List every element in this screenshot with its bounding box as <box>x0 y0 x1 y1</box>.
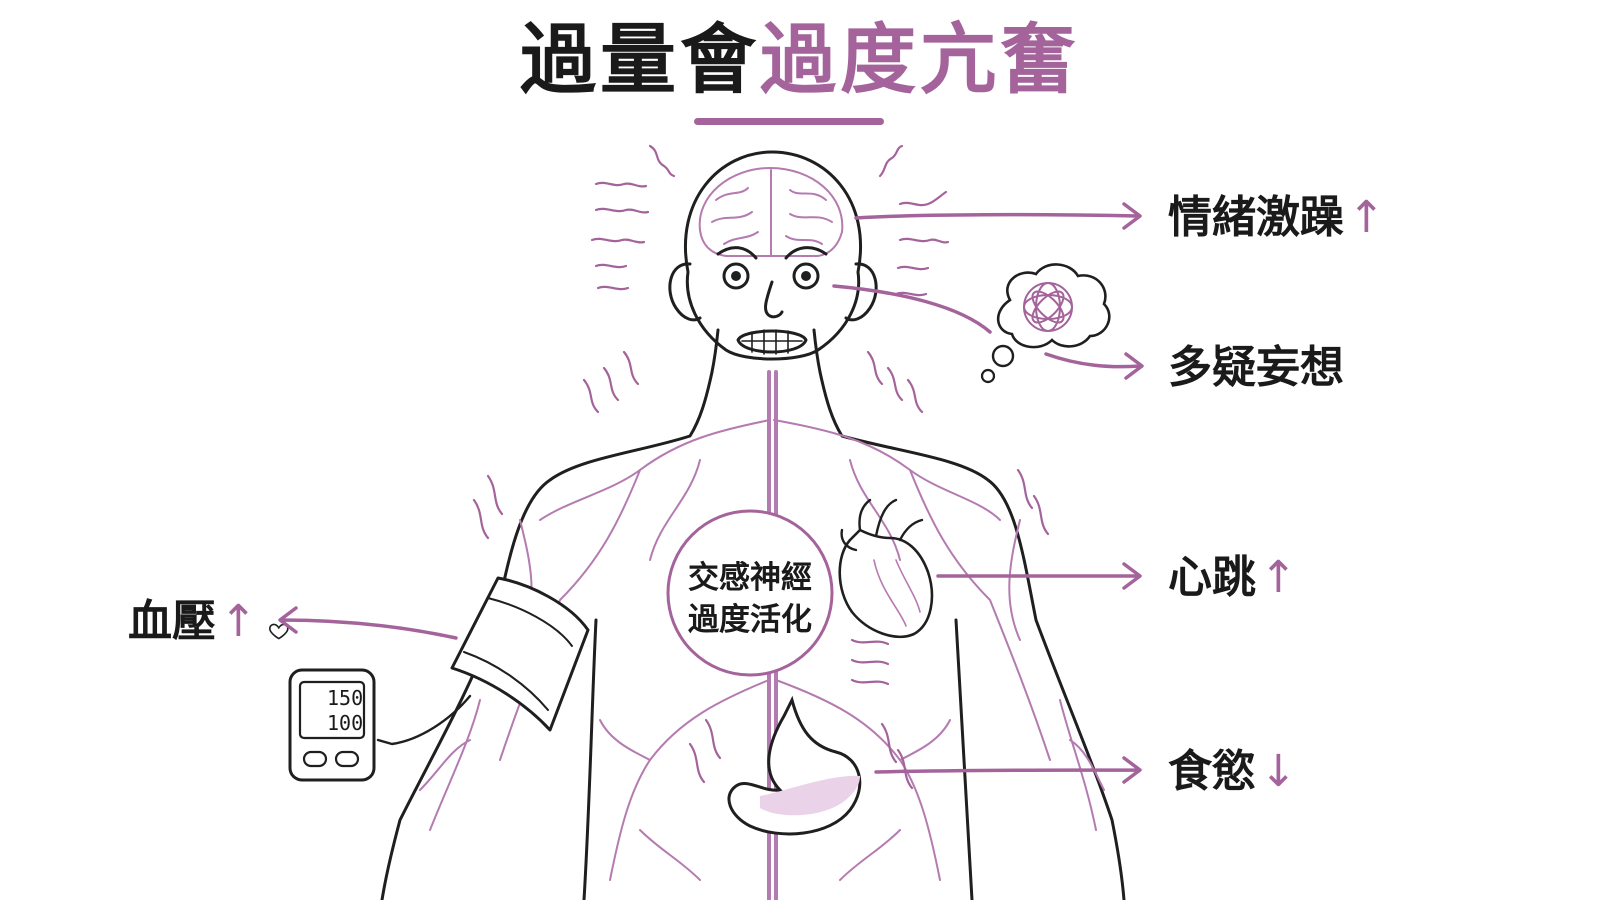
arrow-paranoia <box>1046 354 1142 378</box>
nose <box>766 282 782 317</box>
stomach-icon <box>729 700 860 834</box>
hub-line-1: 交感神經 <box>666 558 834 600</box>
up-arrow-icon: ↑ <box>1260 552 1297 603</box>
label-heartbeat: 心跳↑ <box>1168 556 1297 600</box>
label-blood-pressure-text: 血壓 <box>128 596 216 647</box>
right-pupil <box>801 271 811 281</box>
arrow-heartbeat <box>938 564 1140 588</box>
bp-heart-icon <box>270 624 288 638</box>
label-emotion: 情緒激躁↑ <box>1168 196 1385 240</box>
label-blood-pressure: 血壓↑ <box>128 600 257 644</box>
left-pupil <box>731 271 741 281</box>
hub-line-2: 過度活化 <box>666 600 834 642</box>
down-arrow-icon: ↓ <box>1260 746 1297 797</box>
label-heartbeat-text: 心跳 <box>1168 552 1256 603</box>
left-inner-arm <box>584 620 596 900</box>
label-paranoia-text: 多疑妄想 <box>1168 342 1344 393</box>
label-appetite: 食慾↓ <box>1168 750 1297 794</box>
up-arrow-icon: ↑ <box>220 596 257 647</box>
label-appetite-text: 食慾 <box>1168 746 1256 797</box>
label-emotion-text: 情緒激躁 <box>1168 192 1344 243</box>
up-arrow-icon: ↑ <box>1348 192 1385 243</box>
right-inner-arm <box>956 620 972 900</box>
label-paranoia: 多疑妄想 <box>1168 346 1344 390</box>
bp-diastolic-reading: 100 <box>327 713 363 733</box>
brain-icon <box>700 168 843 256</box>
arrow-appetite <box>876 758 1140 782</box>
bp-systolic-reading: 150 <box>327 688 363 708</box>
heart-icon <box>840 500 932 637</box>
torso-outline-right <box>820 372 1124 900</box>
arrow-blood-pressure <box>280 608 456 638</box>
arrow-emotion <box>856 204 1140 228</box>
neck-left <box>712 330 718 372</box>
bp-cuff-icon <box>378 578 588 744</box>
sympathetic-hub-label: 交感神經 過度活化 <box>666 558 834 642</box>
